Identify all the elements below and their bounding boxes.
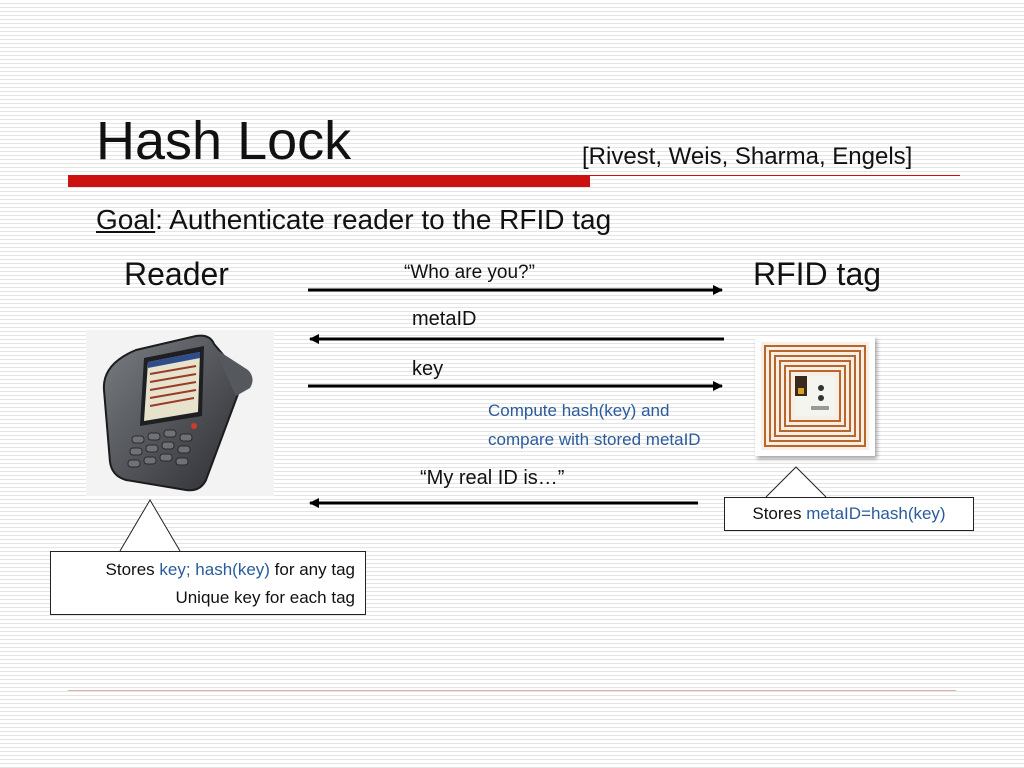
title-underline-rule bbox=[590, 175, 960, 176]
rfid-tag-image bbox=[755, 336, 875, 456]
rfid-antenna-icon bbox=[761, 342, 869, 450]
compute-hash-line-1: Compute hash(key) and bbox=[488, 401, 670, 420]
tag-storage-prefix: Stores bbox=[752, 504, 807, 523]
message-key: key bbox=[412, 358, 444, 380]
goal-text: : Authenticate reader to the RFID tag bbox=[155, 204, 612, 235]
message-metaid: metaID bbox=[412, 308, 477, 330]
message-who-are-you: “Who are you?” bbox=[404, 262, 535, 283]
tag-callout-pointer bbox=[765, 466, 827, 498]
tag-storage-callout: Stores metaID=hash(key) bbox=[724, 497, 974, 531]
goal-label: Goal bbox=[96, 204, 156, 235]
reader-device-image bbox=[86, 330, 274, 496]
footer-rule bbox=[68, 690, 956, 691]
rfid-tag-label: RFID tag bbox=[753, 256, 882, 292]
reader-storage-value: key; hash(key) bbox=[159, 560, 270, 579]
reader-storage-prefix: Stores bbox=[105, 560, 160, 579]
goal-statement: Goal: Authenticate reader to the RFID ta… bbox=[96, 204, 611, 236]
reader-label: Reader bbox=[124, 256, 229, 292]
reader-storage-line-2: Unique key for each tag bbox=[175, 588, 355, 607]
citation: [Rivest, Weis, Sharma, Engels] bbox=[582, 143, 913, 170]
tag-storage-value: metaID=hash(key) bbox=[806, 504, 946, 523]
handheld-reader-icon bbox=[102, 334, 253, 492]
reader-callout-pointer bbox=[119, 499, 181, 552]
reader-storage-line-1: Stores key; hash(key) for any tag bbox=[61, 556, 355, 584]
message-real-id: “My real ID is…” bbox=[420, 467, 565, 489]
reader-storage-callout: Stores key; hash(key) for any tag Unique… bbox=[50, 551, 366, 615]
reader-storage-suffix: for any tag bbox=[269, 560, 355, 579]
compute-hash-line-2: compare with stored metaID bbox=[488, 430, 701, 449]
compute-hash-note: Compute hash(key) and compare with store… bbox=[488, 396, 701, 454]
slide-title: Hash Lock bbox=[96, 111, 352, 171]
title-underline-bar bbox=[68, 175, 590, 187]
